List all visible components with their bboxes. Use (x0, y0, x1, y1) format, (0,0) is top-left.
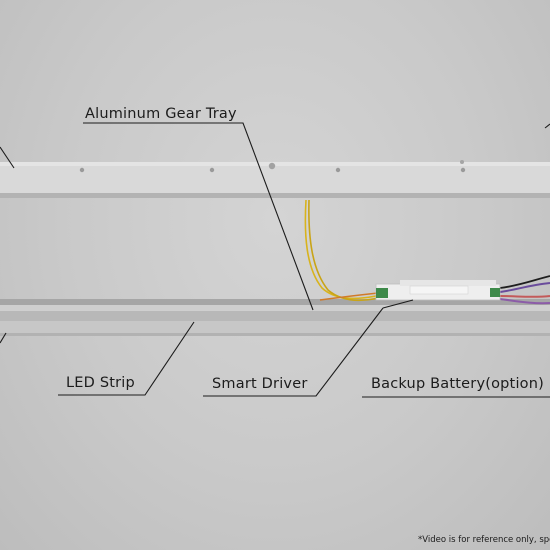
label-led-strip: LED Strip (66, 375, 135, 391)
tray-screw (209, 167, 215, 173)
gear-tray (0, 160, 550, 198)
tray-screw (268, 162, 276, 170)
label-backup-battery: Backup Battery(option) (371, 376, 544, 392)
tray-screw (335, 167, 341, 173)
tray-screw (460, 160, 464, 164)
pcb-connector (376, 288, 388, 298)
label-smart-driver: Smart Driver (212, 376, 308, 392)
smart-driver-unit (375, 280, 501, 301)
pcb-connector (490, 288, 500, 297)
reference-footnote: *Video is for reference only, spec (418, 535, 550, 545)
tray-screw (460, 167, 466, 173)
wiring (304, 199, 550, 305)
driver-label-plate (409, 285, 469, 295)
tray-screw (79, 167, 85, 173)
leader-lines (0, 122, 550, 398)
label-aluminum-gear-tray: Aluminum Gear Tray (85, 106, 237, 122)
led-housing (0, 299, 550, 336)
